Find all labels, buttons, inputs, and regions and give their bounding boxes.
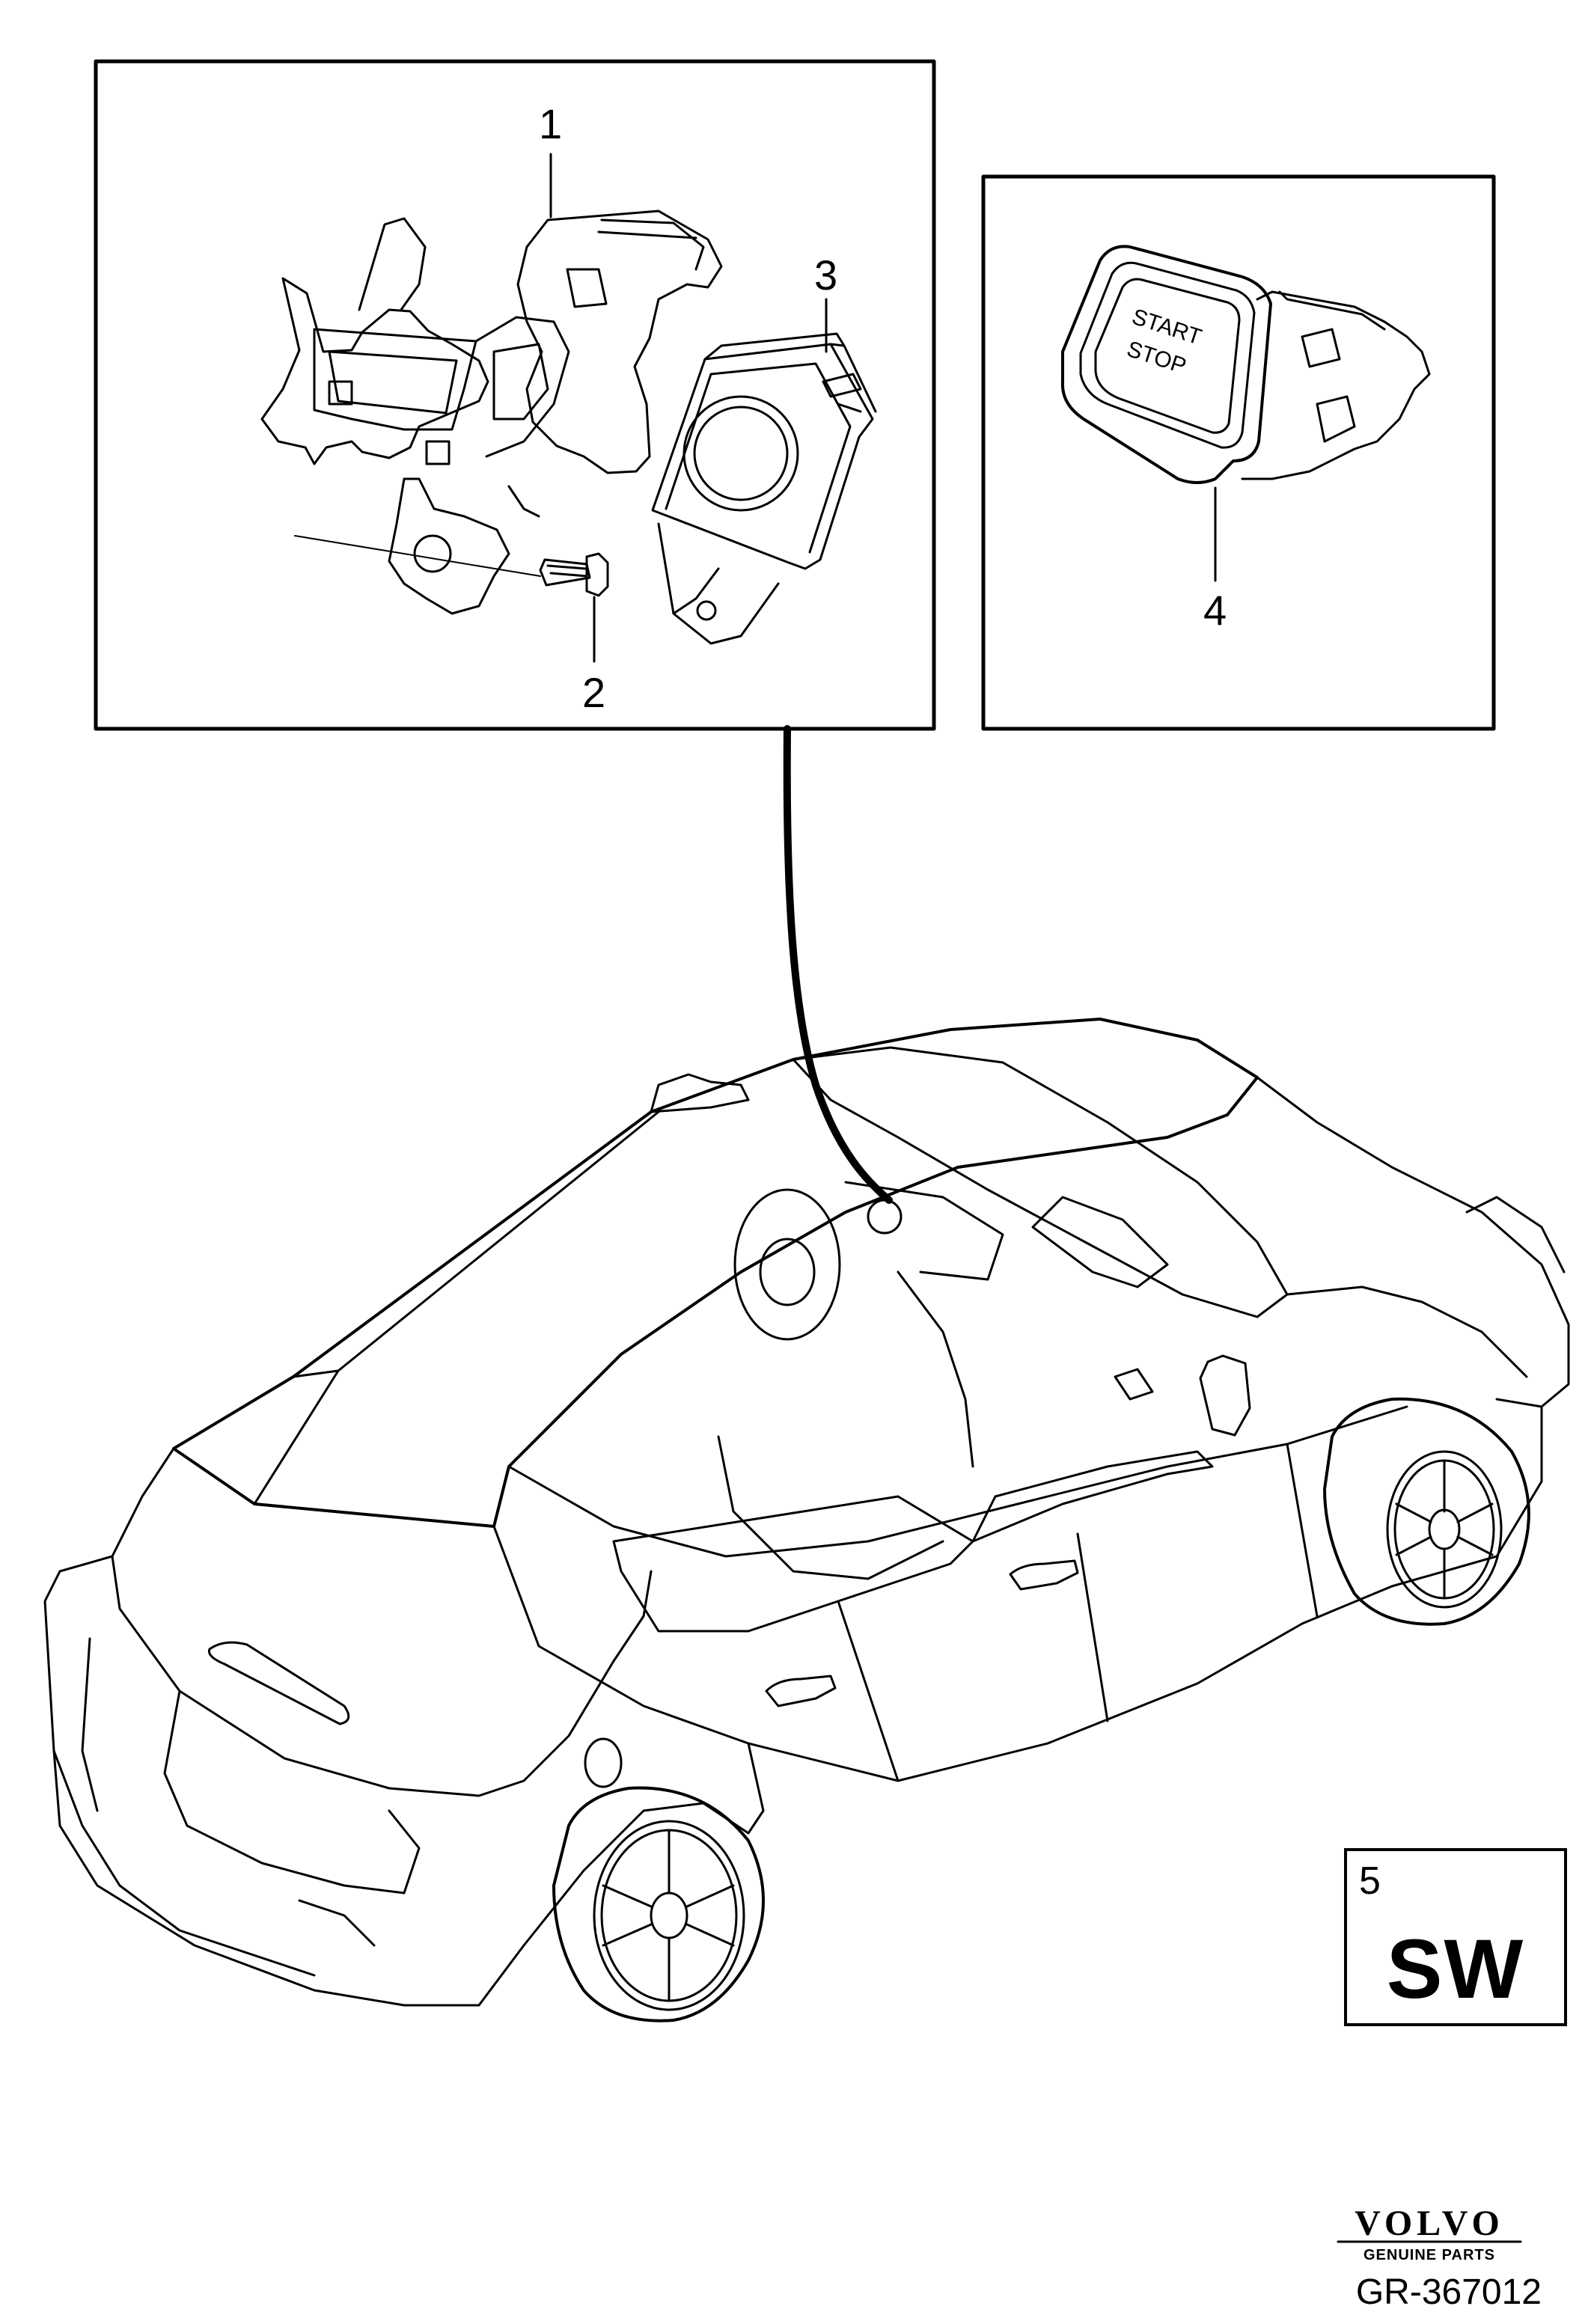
start-stop-button-part-4 [1060,245,1431,484]
location-pointer-line [783,725,893,1204]
volvo-tagline: GENUINE PARTS [1364,2247,1495,2263]
callout-2: 2 [582,669,606,716]
diagram-id: GR-367012 [1355,2272,1542,2312]
detail-box-start-stop [981,174,1496,731]
antenna-module-part-3 [651,332,877,645]
callout-3: 3 [814,251,838,299]
car-illustration [43,1018,1570,2022]
detail-box-ignition [94,59,936,731]
bracket-part-1 [260,210,723,615]
screw-part-2 [294,535,609,597]
sw-badge: 5 SW [1344,1848,1567,2026]
badge-code: SW [1386,1922,1525,2016]
callout-4: 4 [1203,587,1227,634]
badge-number: 5 [1359,1859,1381,1903]
callout-1: 1 [539,100,563,147]
volvo-logo: VOLVO [1355,2204,1504,2243]
